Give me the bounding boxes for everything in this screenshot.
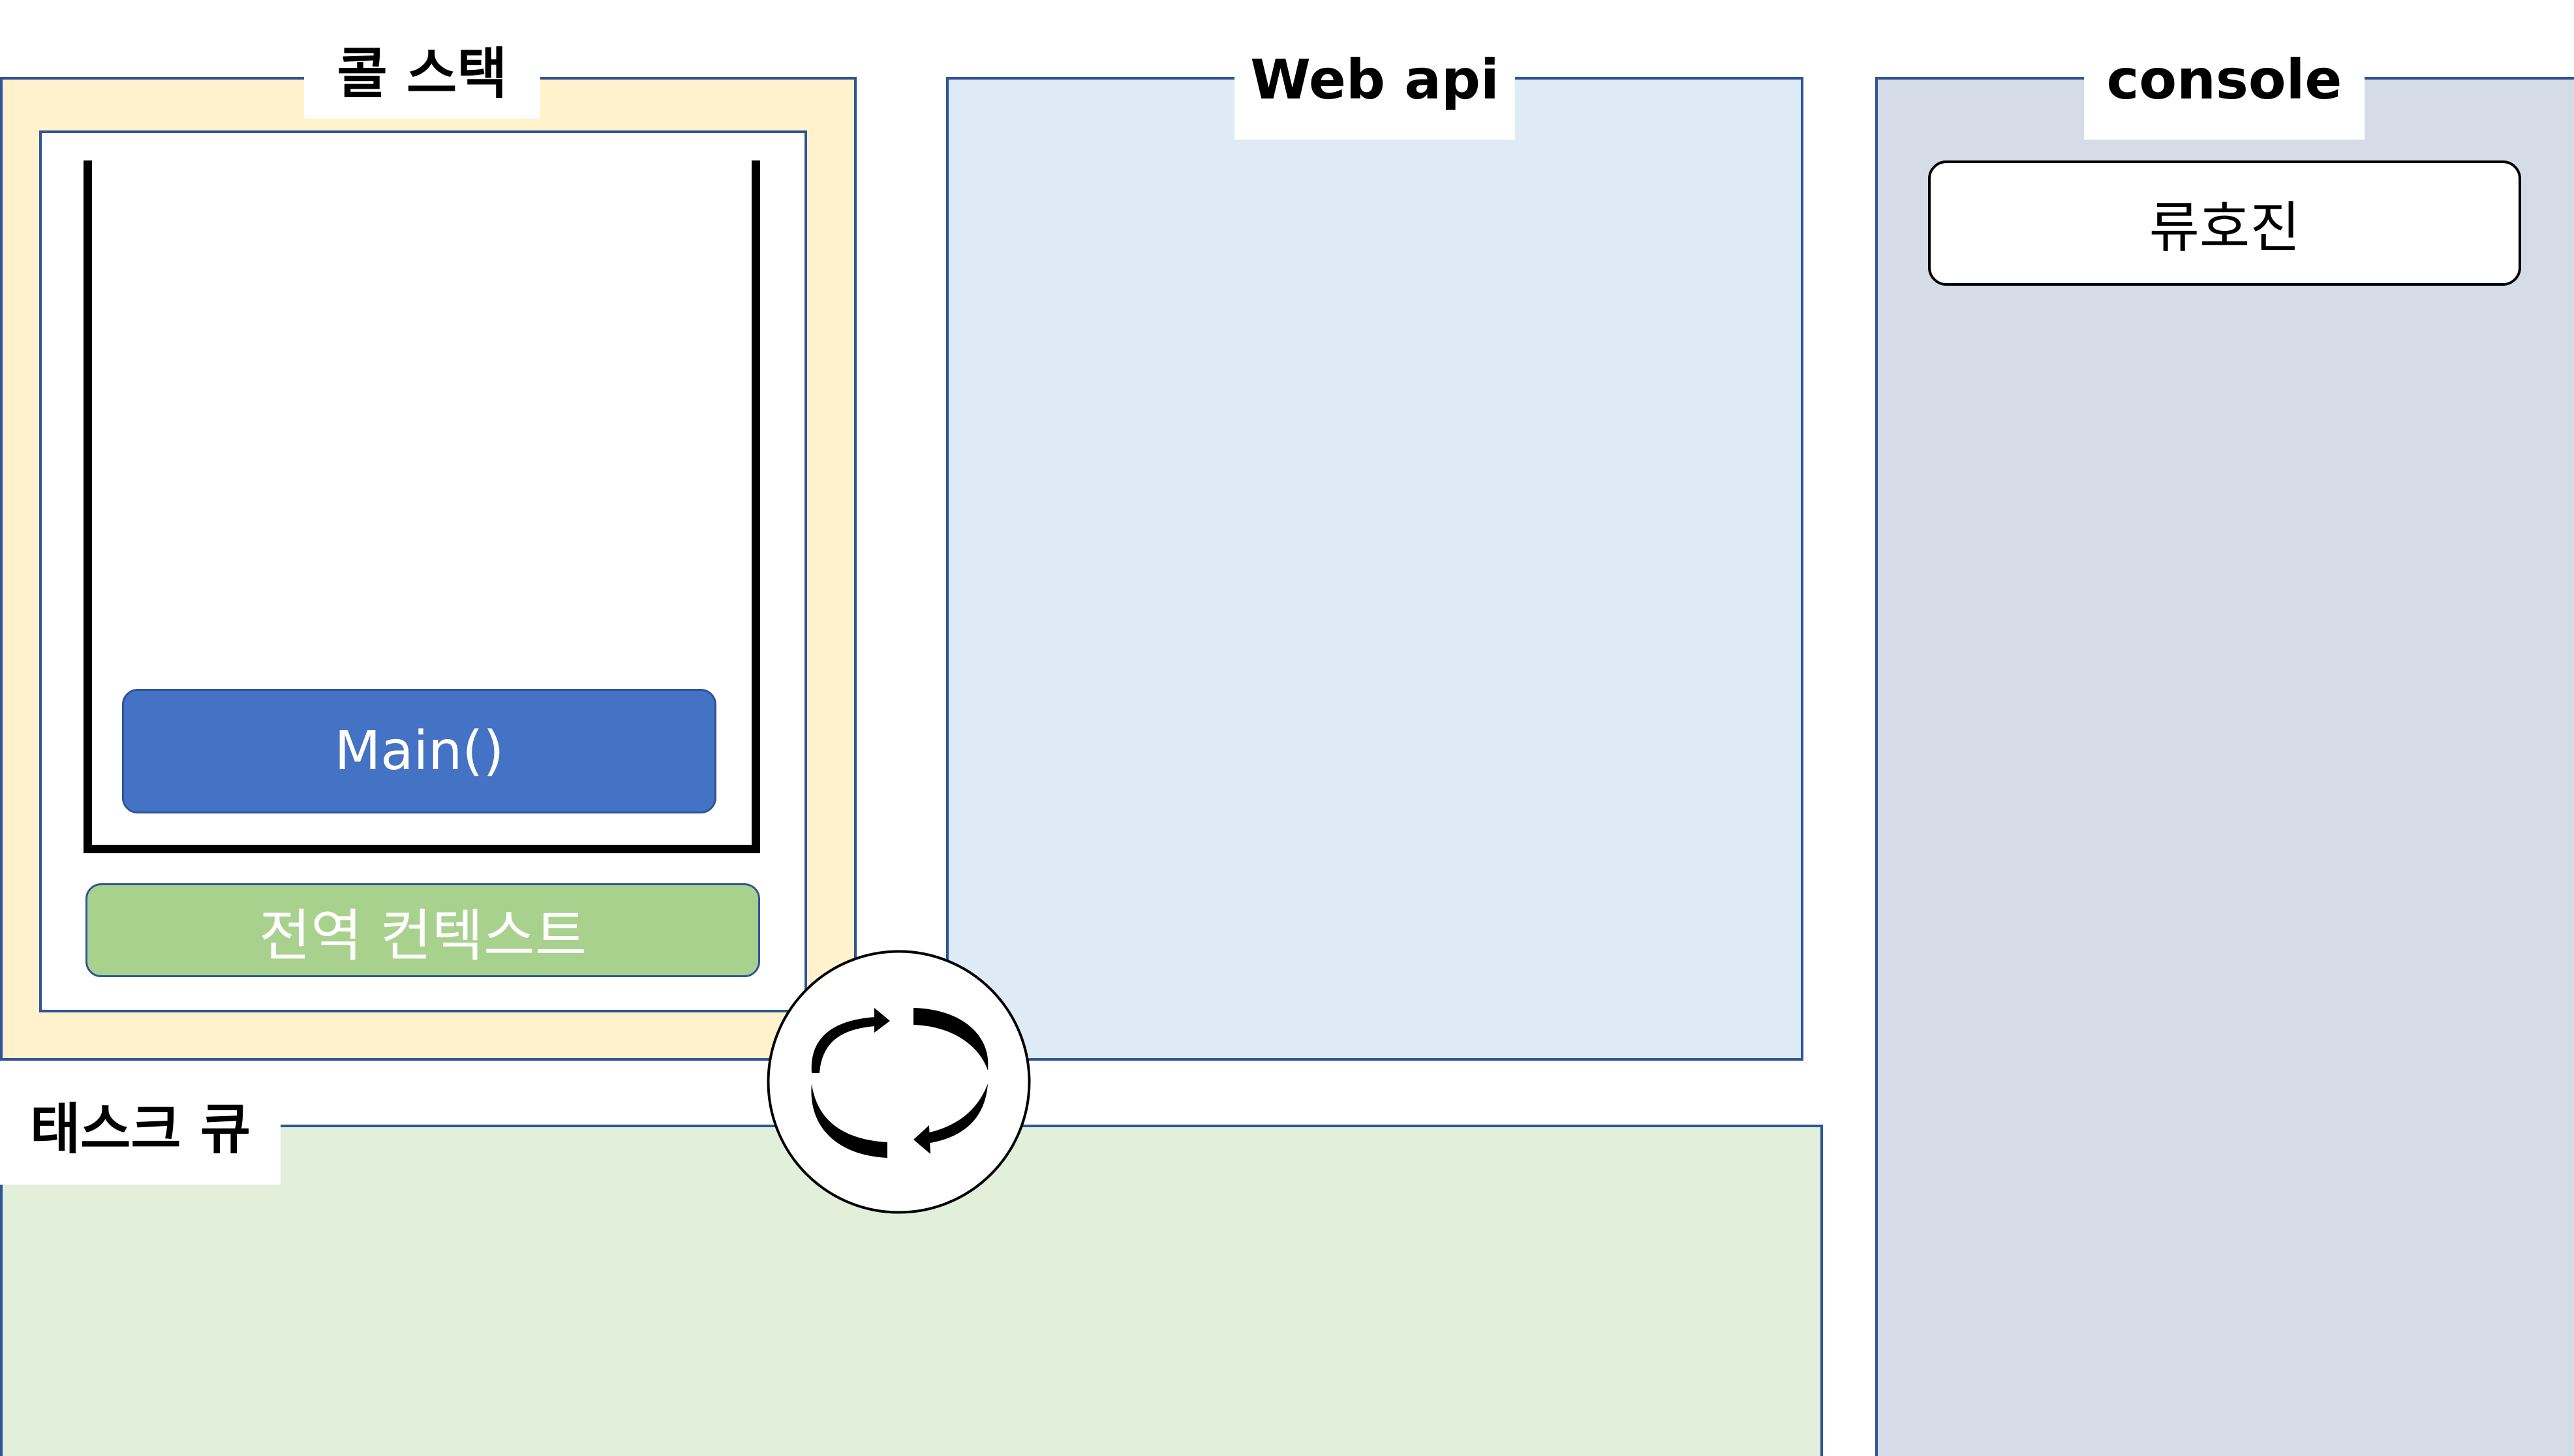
console-panel: [1875, 77, 2574, 1456]
console-output-text: 류호진: [2149, 195, 2301, 260]
event-loop-cycle-icon: [766, 949, 1032, 1215]
call-stack-inner: [39, 130, 807, 1012]
global-context-label: 전역 컨텍스트: [258, 903, 587, 969]
stack-frame-main: Main(): [122, 689, 716, 813]
stack-left-wall: [84, 160, 92, 853]
task-queue-title: 태스크 큐: [0, 1065, 281, 1185]
stack-bottom-wall: [84, 845, 760, 853]
stack-frame-label: Main(): [334, 720, 504, 782]
global-context: 전역 컨텍스트: [85, 883, 760, 977]
web-api-panel: [946, 77, 1803, 1061]
call-stack-title: 콜 스택: [304, 20, 540, 119]
console-title: console: [2084, 20, 2365, 140]
console-output-line: 류호진: [1928, 160, 2521, 286]
stack-right-wall: [752, 160, 760, 853]
web-api-title: Web api: [1234, 20, 1515, 140]
